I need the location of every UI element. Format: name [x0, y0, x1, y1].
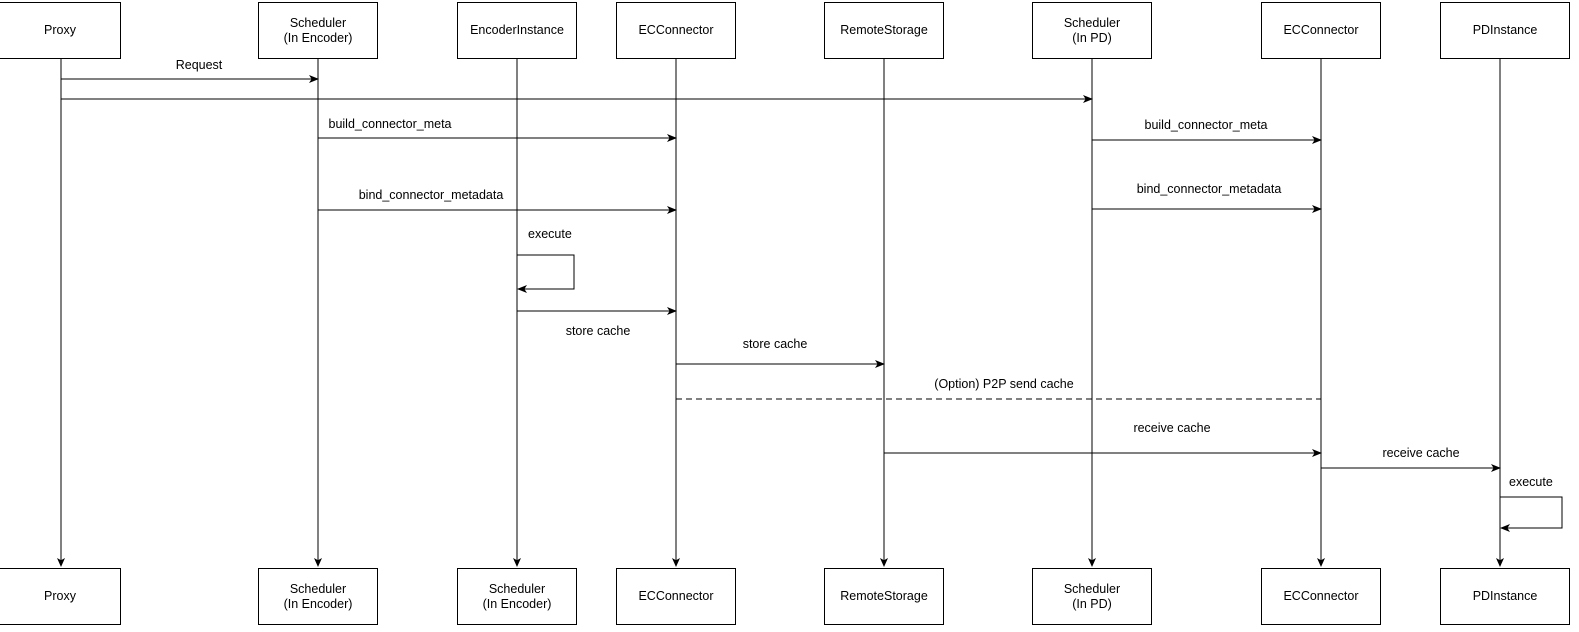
lifeline-header-ecconnector_l[interactable]: ECConnector: [616, 2, 736, 59]
lifeline-header-label-line: Proxy: [44, 23, 76, 37]
lifeline-footer-ecconnector_l[interactable]: ECConnector: [616, 568, 736, 625]
lifeline-header-label-line: (In PD): [1072, 30, 1112, 45]
message-label-m1: Request: [175, 58, 223, 72]
lifeline-header-label-line: RemoteStorage: [840, 23, 928, 37]
lifeline-header-pdinstance[interactable]: PDInstance: [1440, 2, 1570, 59]
message-label-m10: receive cache: [1133, 421, 1211, 435]
lifeline-header-label-line: ECConnector: [638, 23, 714, 37]
lifeline-footer-label-line: Scheduler: [488, 581, 546, 596]
message-label-m4: build_connector_meta: [1144, 118, 1268, 132]
message-label-m9: (Option) P2P send cache: [934, 377, 1074, 391]
lifeline-footer-encoder_inst[interactable]: Scheduler(In Encoder): [457, 568, 577, 625]
lifeline-header-proxy[interactable]: Proxy: [0, 2, 121, 59]
self-call-path: [1500, 496, 1563, 532]
lifelines-group: [57, 59, 1504, 567]
lifeline-footer-sched_pd[interactable]: Scheduler(In PD): [1032, 568, 1152, 625]
lifeline-header-sched_pd[interactable]: Scheduler(In PD): [1032, 2, 1152, 59]
message-label-m7: store cache: [565, 324, 631, 338]
lifeline-header-sched_enc[interactable]: Scheduler(In Encoder): [258, 2, 378, 59]
lifeline-footer-label-line: Proxy: [44, 589, 76, 603]
message-label-m3: build_connector_meta: [328, 117, 452, 131]
message-label-m6: bind_connector_metadata: [1136, 182, 1282, 196]
self-call-s2: [1500, 496, 1563, 532]
lifeline-header-label-line: Scheduler: [1063, 15, 1121, 30]
lifeline-header-remotestorage[interactable]: RemoteStorage: [824, 2, 944, 59]
lifeline-header-label-line: Scheduler: [289, 15, 347, 30]
message-label-m8: store cache: [742, 337, 808, 351]
lifeline-header-label-line: ECConnector: [1283, 23, 1359, 37]
lifeline-footer-label-line: (In PD): [1072, 596, 1112, 611]
lifeline-footer-proxy[interactable]: Proxy: [0, 568, 121, 625]
self-call-label-s2: execute: [1509, 475, 1553, 489]
lifeline-footer-label-line: ECConnector: [638, 589, 714, 603]
lifeline-header-encoder_inst[interactable]: EncoderInstance: [457, 2, 577, 59]
lifeline-footer-sched_enc[interactable]: Scheduler(In Encoder): [258, 568, 378, 625]
lifeline-footer-ecconnector_r[interactable]: ECConnector: [1261, 568, 1381, 625]
lifeline-footer-label-line: Scheduler: [1063, 581, 1121, 596]
lifeline-footer-label-line: ECConnector: [1283, 589, 1359, 603]
lifeline-header-label-line: (In Encoder): [283, 30, 353, 45]
lifeline-footer-label-line: PDInstance: [1472, 589, 1538, 603]
message-label-m5: bind_connector_metadata: [358, 188, 504, 202]
message-label-m11: receive cache: [1382, 446, 1460, 460]
lifeline-footer-label-line: (In Encoder): [482, 596, 552, 611]
lifeline-footer-remotestorage[interactable]: RemoteStorage: [824, 568, 944, 625]
messages-group: [61, 75, 1501, 472]
lifeline-header-ecconnector_r[interactable]: ECConnector: [1261, 2, 1381, 59]
lifeline-footer-label-line: Scheduler: [289, 581, 347, 596]
self-call-s1: [517, 254, 575, 293]
lifeline-header-label-line: PDInstance: [1472, 23, 1538, 37]
self-call-path: [517, 254, 575, 293]
lifeline-footer-label-line: RemoteStorage: [840, 589, 928, 603]
lifeline-footer-pdinstance[interactable]: PDInstance: [1440, 568, 1570, 625]
self-calls-group: [517, 254, 1563, 532]
lifeline-header-label-line: EncoderInstance: [470, 23, 564, 37]
lifeline-footer-label-line: (In Encoder): [283, 596, 353, 611]
self-call-label-s1: execute: [528, 227, 572, 241]
